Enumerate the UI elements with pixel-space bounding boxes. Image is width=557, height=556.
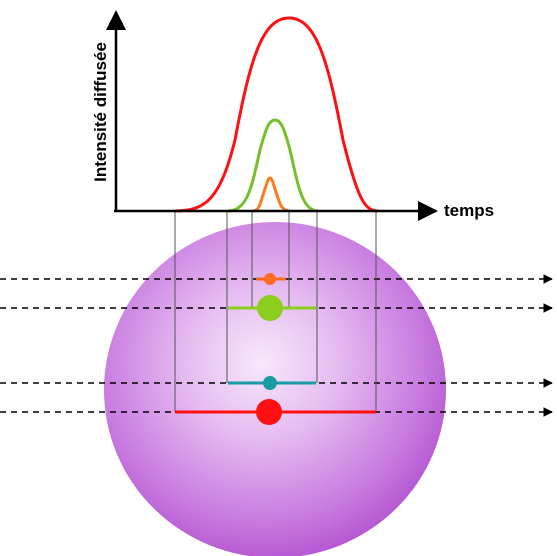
medium-curve [227,118,319,213]
particles [175,273,376,425]
green-particle [257,295,283,321]
axes [106,10,438,221]
x-axis-label: temps [444,201,494,220]
large-curve [174,16,379,213]
scattering-curves [174,16,379,213]
cyan-particle [263,376,277,390]
red-particle [256,399,282,425]
sphere [104,222,446,556]
guide-lines [174,212,377,412]
small-curve [252,176,291,213]
y-axis-label: Intensité diffusée [91,42,110,182]
orange-particle [264,273,276,285]
